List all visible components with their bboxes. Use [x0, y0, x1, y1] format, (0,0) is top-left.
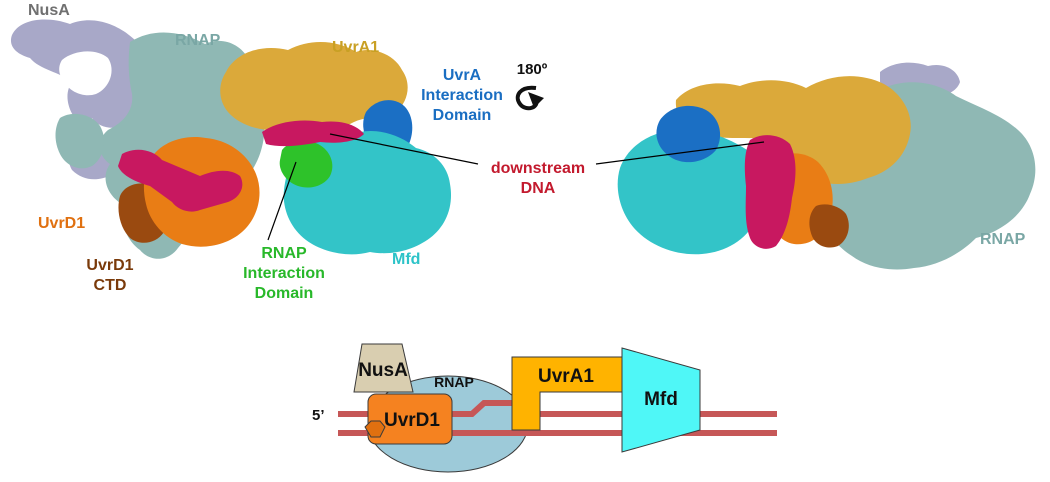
- schematic-label-5prime: 5’: [312, 407, 325, 424]
- label-rnapid-2: Interaction: [243, 265, 325, 282]
- label-nusa: NusA: [28, 2, 70, 19]
- label-uvrd1ctd-1: UvrD1: [86, 257, 133, 274]
- label-rotation: 180º: [517, 61, 548, 78]
- mfd-surface-right: [617, 129, 761, 255]
- label-downstream-1: downstream: [491, 160, 585, 177]
- uvra1-surface-right: [675, 76, 911, 184]
- rnap-interaction-domain-surface: [279, 140, 333, 188]
- schematic-uvrd1: [367, 393, 453, 445]
- schematic-label-uvrd1: UvrD1: [384, 410, 440, 431]
- dna-downstream-left: [262, 120, 364, 147]
- schematic-label-mfd: Mfd: [644, 389, 678, 410]
- label-uvra1: UvrA1: [332, 39, 379, 56]
- label-uvrd1ctd-2: CTD: [94, 277, 127, 294]
- schematic-nusa: [353, 343, 414, 393]
- schematic-label-rnap: RNAP: [434, 374, 474, 390]
- nusa-surface-left: [10, 19, 155, 180]
- rotation-arrow-icon: [515, 85, 544, 111]
- schematic-label-nusa: NusA: [358, 360, 408, 381]
- schematic-mfd: [621, 347, 701, 453]
- callout-line-rnap-id: [267, 161, 297, 241]
- label-rnapid-1: RNAP: [261, 245, 307, 262]
- rnap-lower-lobe: [55, 113, 105, 169]
- uvra-domain-surface-right: [656, 105, 721, 163]
- schematic-label-uvra1: UvrA1: [538, 366, 594, 387]
- callout-line-downstream-right: [595, 141, 765, 165]
- label-uvrd1: UvrD1: [38, 215, 85, 232]
- label-uvra-domain-3: Domain: [433, 107, 492, 124]
- right-structure: [617, 62, 1036, 270]
- dna-surface-left: [118, 149, 243, 212]
- dna-surface-right: [744, 135, 796, 249]
- left-structure: [10, 19, 452, 259]
- callout-line-downstream-left: [329, 133, 479, 165]
- label-uvra-domain-2: Interaction: [421, 87, 503, 104]
- schematic: NusA RNAP UvrA1 UvrD1 Mfd 5’: [312, 343, 777, 473]
- schematic-uvrd1-ctd: [364, 420, 386, 438]
- uvrd1-ctd-surface-right: [809, 204, 849, 248]
- nusa-surface-loop: [59, 51, 112, 96]
- label-mfd: Mfd: [392, 251, 420, 268]
- label-uvra-domain-1: UvrA: [443, 67, 482, 84]
- label-rnap-right: RNAP: [980, 231, 1026, 248]
- label-downstream-2: DNA: [521, 180, 556, 197]
- label-rnapid-3: Domain: [255, 285, 314, 302]
- uvra1-surface-left: [220, 41, 408, 135]
- label-rnap-left: RNAP: [175, 32, 221, 49]
